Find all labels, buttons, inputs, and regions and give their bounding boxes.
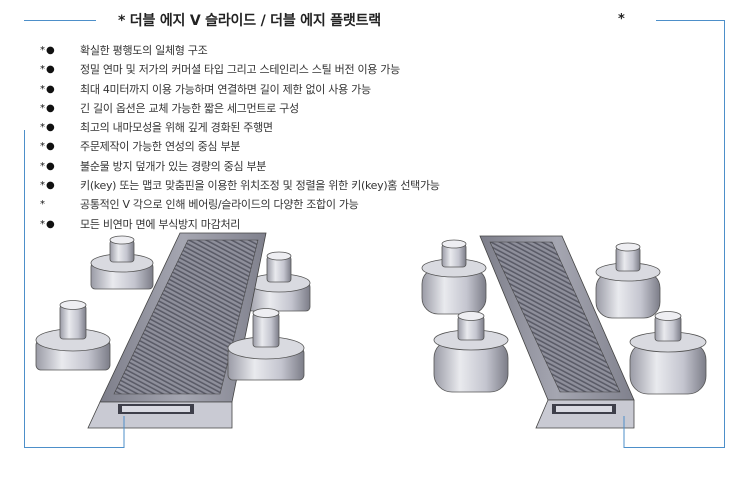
page-title: * 더블 에지 V 슬라이드 / 더블 에지 플랫트랙 bbox=[118, 13, 381, 29]
frame-top-left-line bbox=[24, 20, 96, 21]
feature-text: 불순물 방지 덮개가 있는 경량의 중심 부분 bbox=[80, 159, 267, 173]
frame-left-line bbox=[24, 130, 25, 448]
frame-bottom-left-line bbox=[24, 447, 124, 448]
bullet-icon: *● bbox=[40, 141, 56, 153]
feature-text: 확실한 평행도의 일체형 구조 bbox=[80, 44, 208, 57]
frame-top-right-line bbox=[656, 20, 725, 21]
bullet-icon: *● bbox=[40, 122, 56, 134]
list-item: *● 모든 비연마 면에 부식방지 마감처리 bbox=[40, 215, 440, 234]
list-item: * 공통적인 V 각으로 인해 베어링/슬라이드의 다양한 조합이 가능 bbox=[40, 195, 440, 214]
v-slide-rail bbox=[87, 232, 267, 429]
feature-text: 공통적인 V 각으로 인해 베어링/슬라이드의 다양한 조합이 가능 bbox=[80, 198, 359, 212]
bullet-icon: *● bbox=[40, 83, 56, 95]
bullet-icon: *● bbox=[40, 180, 56, 192]
list-item: *● 최고의 내마모성을 위해 깊게 경화된 주행면 bbox=[40, 118, 440, 137]
feature-text: 주문제작이 가능한 연성의 중심 부분 bbox=[80, 140, 241, 154]
list-item: *● 불순물 방지 덮개가 있는 경량의 중심 부분 bbox=[40, 157, 440, 176]
list-item: *● 정밀 연마 및 저가의 커머셜 타입 그리고 스테인리스 스틸 버전 이용 … bbox=[40, 60, 440, 79]
flat-track-illustration bbox=[421, 235, 707, 429]
bullet-icon: *● bbox=[40, 218, 56, 230]
feature-text: 키(key) 또는 맵코 맞춤핀을 이용한 위치조정 및 정렬을 위한 키(ke… bbox=[80, 179, 440, 193]
list-item: *● 긴 길이 옵션은 교체 가능한 짧은 세그먼트로 구성 bbox=[40, 99, 440, 118]
feature-text: 최대 4미터까지 이용 가능하며 연결하면 길이 제한 없이 사용 가능 bbox=[80, 82, 371, 96]
flat-bearing-back-right bbox=[595, 242, 661, 319]
bullet-icon: *● bbox=[40, 102, 56, 114]
title-right-mark: * bbox=[618, 12, 625, 27]
feature-text: 정밀 연마 및 저가의 커머셜 타입 그리고 스테인리스 스틸 버전 이용 가능 bbox=[80, 63, 400, 77]
feature-text: 모든 비연마 면에 부식방지 마감처리 bbox=[80, 217, 241, 231]
v-bearing-front-left bbox=[35, 300, 111, 371]
bullet-icon: *● bbox=[40, 64, 56, 76]
bullet-icon: * bbox=[40, 199, 46, 211]
v-bearing-front-right bbox=[227, 308, 305, 381]
list-item: *● 확실한 평행도의 일체형 구조 bbox=[40, 41, 440, 60]
list-item: *● 최대 4미터까지 이용 가능하며 연결하면 길이 제한 없이 사용 가능 bbox=[40, 80, 440, 99]
flat-bearing-back-left bbox=[421, 239, 487, 315]
list-item: *● 주문제작이 가능한 연성의 중심 부분 bbox=[40, 137, 440, 156]
bullet-icon: *● bbox=[40, 160, 56, 172]
feature-text: 긴 길이 옵션은 교체 가능한 짧은 세그먼트로 구성 bbox=[80, 101, 299, 115]
feature-text: 최고의 내마모성을 위해 깊게 경화된 주행면 bbox=[80, 121, 273, 135]
v-slide-illustration bbox=[35, 232, 311, 429]
flat-bearing-front-left bbox=[433, 311, 509, 393]
feature-list: *● 확실한 평행도의 일체형 구조 *● 정밀 연마 및 저가의 커머셜 타입 그… bbox=[40, 41, 440, 234]
flat-bearing-front-right bbox=[629, 311, 707, 395]
frame-right-line bbox=[724, 20, 725, 448]
list-item: *● 키(key) 또는 맵코 맞춤핀을 이용한 위치조정 및 정렬을 위한 키(… bbox=[40, 176, 440, 195]
frame-bottom-right-line bbox=[624, 447, 725, 448]
v-bearing-back-right bbox=[247, 251, 311, 312]
bullet-icon: *● bbox=[40, 45, 56, 56]
v-bearing-back-left bbox=[90, 235, 154, 290]
flat-track-rail bbox=[479, 235, 635, 429]
